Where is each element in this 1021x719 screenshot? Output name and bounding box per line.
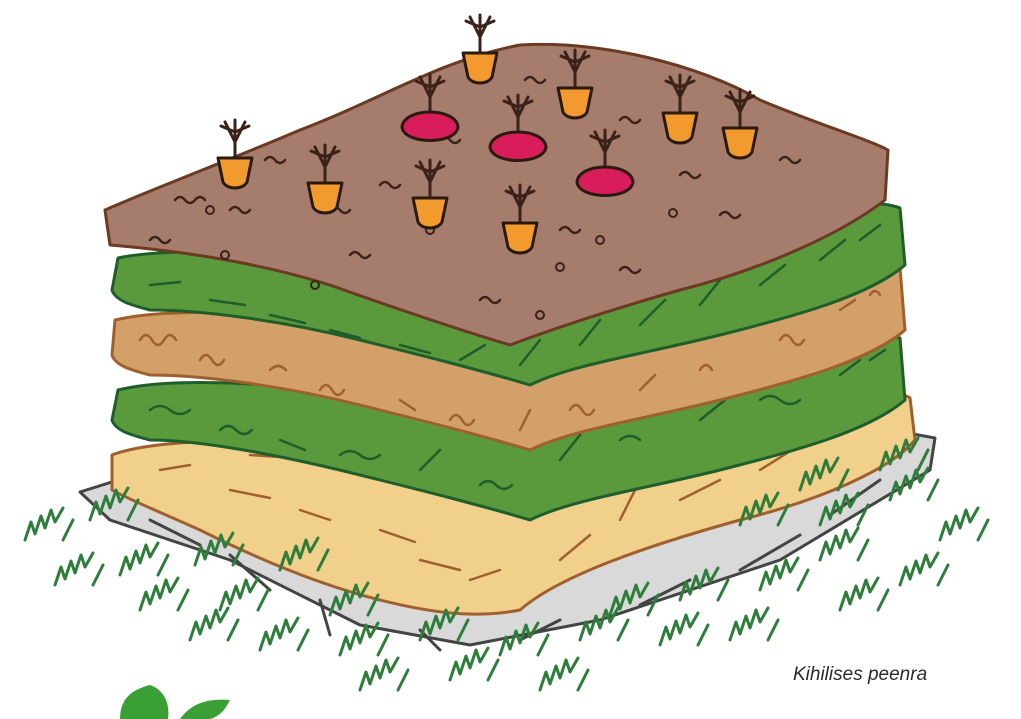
grass-tuft	[660, 613, 708, 645]
grass-tuft	[840, 578, 888, 610]
caption: Kihilises peenra	[793, 664, 927, 686]
grass-tuft	[190, 608, 238, 640]
grass-tuft	[25, 508, 73, 540]
grass-tuft	[360, 658, 408, 690]
leaf-icon	[120, 685, 230, 719]
carrot-icon	[463, 15, 497, 83]
grass-tuft	[900, 553, 948, 585]
grass-tuft	[140, 578, 188, 610]
grass-tuft	[540, 658, 588, 690]
grass-tuft	[260, 618, 308, 650]
grass-tuft	[450, 648, 498, 680]
grass-tuft	[730, 608, 778, 640]
grass-tuft	[55, 553, 103, 585]
grass-tuft	[940, 508, 988, 540]
grass-tuft	[120, 543, 168, 575]
